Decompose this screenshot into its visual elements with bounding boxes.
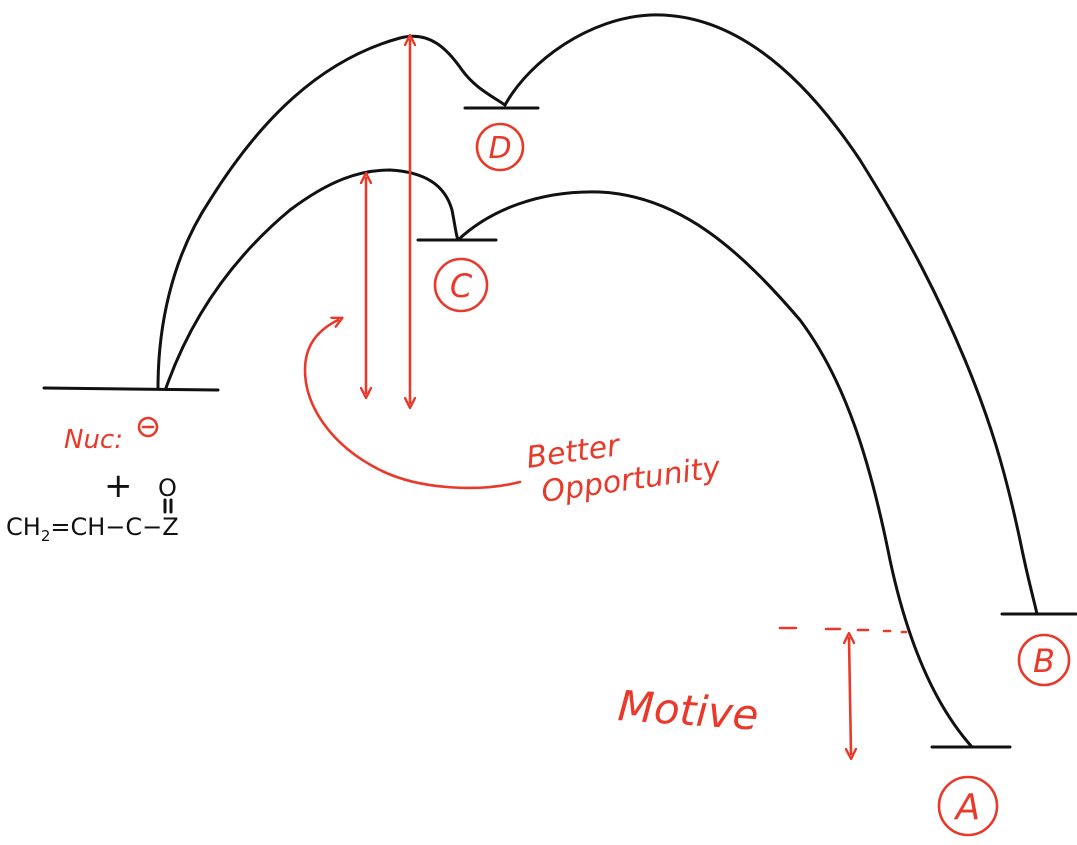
curve-d-to-b xyxy=(503,13,1039,616)
level-a-text: A xyxy=(954,787,981,828)
level-d-text: D xyxy=(488,131,511,166)
nucleophile-text: Nuc: xyxy=(64,425,123,455)
better-opportunity-pointer xyxy=(303,320,522,490)
level-c-circle xyxy=(433,257,489,313)
level-c-text: C xyxy=(450,267,473,305)
formula-rest: =CH−C−Z xyxy=(50,513,178,541)
level-b-text: B xyxy=(1033,642,1055,680)
motive-label: Motive xyxy=(616,681,760,740)
formula-ch: CH xyxy=(6,513,41,541)
motive-arrow xyxy=(849,638,851,754)
level-a-circle xyxy=(937,775,999,837)
carbonyl-oxygen: O xyxy=(158,474,177,502)
acrylyl-formula: CH2=CH−C−Z xyxy=(6,513,179,545)
level-b-circle xyxy=(1017,633,1071,687)
formula-subscript: 2 xyxy=(41,527,51,545)
plus-sign: + xyxy=(104,466,133,506)
level-c-label: C xyxy=(433,257,489,313)
nucleophile-label: Nuc: xyxy=(64,416,159,455)
level-a-label: A xyxy=(937,775,999,837)
motive-dashed-reference xyxy=(778,626,908,634)
curve-reactant-to-d xyxy=(156,34,507,390)
curve-c-to-a xyxy=(456,190,974,749)
level-d-label: D xyxy=(475,122,525,172)
negative-charge-circle xyxy=(137,416,159,438)
reactant-level xyxy=(42,386,220,392)
level-d-circle xyxy=(475,122,525,172)
level-b-label: B xyxy=(1017,633,1071,687)
